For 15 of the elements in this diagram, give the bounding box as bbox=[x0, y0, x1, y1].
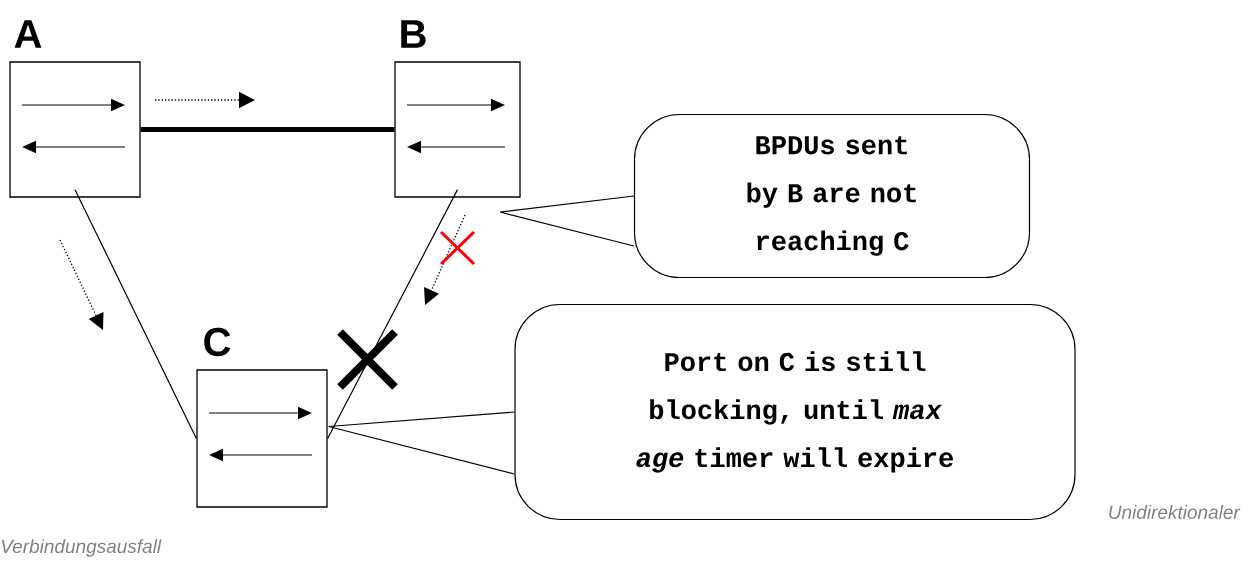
link-line bbox=[140, 127, 395, 132]
callout-tail bbox=[328, 411, 515, 475]
caption-text: Verbindungsausfall bbox=[1, 539, 162, 557]
callout-tail bbox=[499, 195, 635, 247]
link-line bbox=[74, 189, 197, 440]
switch-box bbox=[196, 369, 328, 508]
caption-text: Unidirektionaler bbox=[1109, 505, 1241, 519]
link-line bbox=[327, 189, 459, 440]
switch-label: B bbox=[401, 20, 426, 48]
switch-label: C bbox=[204, 327, 231, 357]
switch-box bbox=[394, 61, 521, 198]
switch-label: A bbox=[14, 20, 42, 48]
switch-box bbox=[9, 61, 141, 198]
speech-bubble: Port on C is still blocking, until max age timer will expire bbox=[514, 303, 1076, 521]
speech-bubble: BPDUs sent by B are not reaching C bbox=[633, 113, 1031, 279]
